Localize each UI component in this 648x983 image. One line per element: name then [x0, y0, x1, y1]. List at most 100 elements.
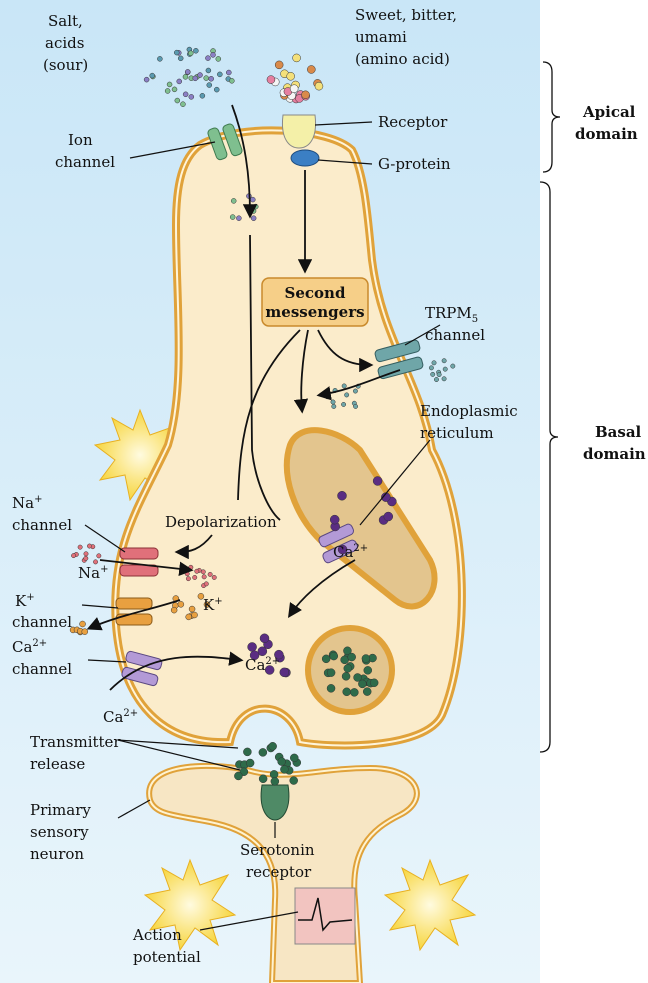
molecule-dot	[341, 672, 351, 681]
molecule-dot	[81, 628, 89, 635]
leader-lines	[81, 121, 441, 931]
molecule-dot	[274, 649, 284, 660]
molecule-dot	[270, 777, 280, 786]
molecule-dot	[249, 650, 260, 661]
molecule-dot	[383, 511, 394, 522]
molecule-dot	[259, 633, 270, 644]
molecule-dot	[193, 48, 199, 54]
neuron-label-3: neuron	[30, 845, 84, 863]
apical-domain-bracket	[542, 61, 561, 173]
molecule-dot	[330, 399, 336, 405]
pathway-arrows	[86, 104, 401, 691]
molecule-dot	[143, 76, 150, 83]
molecule-dot	[441, 358, 447, 364]
molecule-dot	[188, 605, 196, 613]
k-channel-label: K+	[15, 592, 35, 610]
molecule-dot	[301, 90, 310, 100]
molecule-dot	[290, 753, 299, 763]
na-channel-label: Na+	[12, 494, 42, 512]
molecule-dot	[176, 78, 182, 85]
molecule-dot	[199, 93, 206, 99]
molecule-dot	[361, 654, 371, 663]
neuron-label: Primary	[30, 801, 91, 819]
molecule-dot	[166, 81, 173, 88]
molecule-dot	[344, 392, 350, 398]
molecule-dot	[177, 601, 185, 608]
receptor-icon	[281, 114, 320, 167]
ca-channel-icon	[121, 650, 163, 687]
molecule-dot	[436, 372, 442, 378]
na-channel-icon	[119, 547, 159, 577]
molecule-dot	[229, 78, 235, 84]
molecule-dot	[215, 56, 222, 62]
molecule-dot	[182, 74, 189, 80]
molecule-dot	[329, 514, 340, 525]
molecule-dot	[258, 774, 268, 784]
molecule-dot	[342, 687, 351, 697]
molecule-dot	[205, 55, 211, 61]
g-protein-label: G-protein	[378, 155, 451, 173]
molecule-dot	[226, 69, 232, 76]
molecule-dot	[96, 553, 102, 559]
molecule-dot	[203, 581, 209, 587]
molecule-dot	[185, 613, 192, 621]
molecule-dot	[191, 611, 198, 619]
molecule-dot	[79, 620, 86, 628]
molecule-dot	[182, 91, 189, 98]
molecule-dot	[208, 76, 214, 82]
molecule-dot	[441, 376, 447, 382]
na-channel-label-2: channel	[12, 516, 72, 534]
molecule-dot	[289, 776, 298, 785]
molecule-dot	[428, 365, 434, 371]
salt-label-3: (sour)	[43, 56, 88, 74]
serotonin-receptor-icon	[260, 784, 290, 821]
sweet-label-2: umami	[355, 28, 407, 46]
molecule-dot	[214, 86, 220, 93]
molecule-dot	[329, 651, 339, 661]
molecule-dot	[269, 770, 279, 779]
k-ion-label: K+	[203, 596, 223, 614]
molecule-dot	[250, 208, 257, 214]
sweet-label: Sweet, bitter,	[355, 6, 457, 24]
molecule-dot	[350, 688, 359, 697]
basal-domain-bracket	[539, 181, 559, 753]
ion-channel-label: Ion	[68, 131, 93, 149]
molecule-dot	[236, 215, 242, 221]
molecule-dot	[257, 646, 268, 657]
molecule-dot	[185, 576, 191, 582]
transmitter-release-label: Transmitter	[30, 733, 121, 751]
molecule-dot	[362, 687, 372, 696]
molecule-dot	[331, 404, 337, 409]
depolarization-label: Depolarization	[165, 513, 277, 531]
molecule-dot	[83, 551, 89, 557]
molecule-dot	[201, 574, 207, 580]
basal-domain-label-2: domain	[583, 445, 646, 463]
action-potential-trace	[294, 887, 356, 945]
molecule-dot	[83, 555, 89, 561]
molecule-dot	[177, 55, 184, 62]
molecule-dot	[206, 82, 213, 88]
ion-channel-icon	[207, 123, 243, 161]
apical-domain-label-2: domain	[575, 125, 638, 143]
action-potential-label: Action	[132, 926, 182, 944]
molecule-dot	[279, 667, 290, 678]
molecule-dot	[188, 50, 194, 57]
molecule-dot	[234, 771, 243, 781]
molecule-dot	[197, 593, 205, 600]
molecule-dot	[203, 75, 209, 81]
molecule-dot	[171, 86, 178, 93]
ca-channel-label: Ca2+	[12, 638, 47, 656]
ion-channel-label-2: channel	[55, 153, 115, 171]
labels: Salt, acids (sour) Sweet, bitter, umami …	[12, 6, 646, 966]
trpm5-label: TRPM5	[425, 304, 478, 325]
molecule-dot	[352, 388, 358, 394]
molecule-dot	[194, 568, 200, 574]
molecule-dot	[87, 543, 92, 549]
molecule-dot	[353, 673, 362, 682]
molecule-dot	[369, 678, 379, 688]
molecule-dot	[434, 377, 439, 382]
molecule-dot	[326, 668, 336, 677]
molecule-dot	[170, 606, 178, 614]
molecule-dot	[243, 747, 252, 757]
